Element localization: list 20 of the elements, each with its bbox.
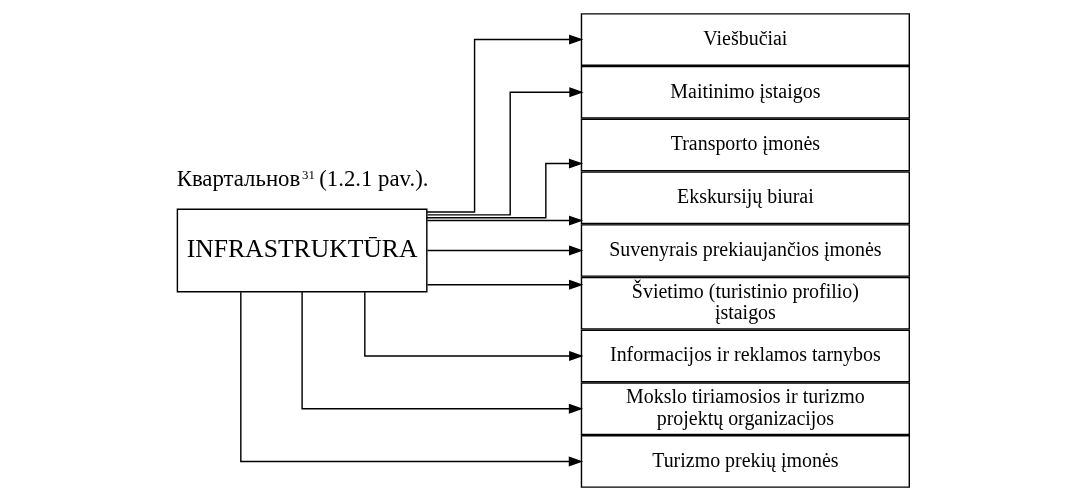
arrow — [426, 87, 584, 216]
arrow — [364, 291, 584, 361]
node-box: Švietimo (turistinio profilio) įstaigos — [580, 276, 910, 330]
arrow — [301, 291, 584, 414]
node-box: Suvenyrais prekiaujančios įmonės — [580, 224, 910, 277]
arrow — [426, 34, 584, 213]
arrow — [426, 215, 584, 226]
node-box: Viešbučiai — [580, 13, 910, 66]
node-box: Informacijos ir reklamos tarnybos — [580, 329, 910, 383]
label: Квартальнов$^{31}$ (1.2.1 pav.). — [176, 166, 429, 192]
node-box: Ekskursijų biurai — [580, 171, 910, 225]
arrow — [240, 291, 584, 467]
arrow — [426, 158, 584, 219]
node-box: Mokslo tiriamosios ir turizmo projektų organizacijos — [580, 382, 910, 436]
arrow — [426, 245, 584, 256]
arrow — [426, 279, 584, 290]
node-box: Maitinimo įstaigos — [580, 65, 910, 119]
node-box: Turizmo prekių įmonės — [580, 435, 910, 488]
node-box: Transporto įmonės — [580, 118, 910, 172]
node-box: INFRASTRUKTŪRA — [176, 208, 428, 293]
